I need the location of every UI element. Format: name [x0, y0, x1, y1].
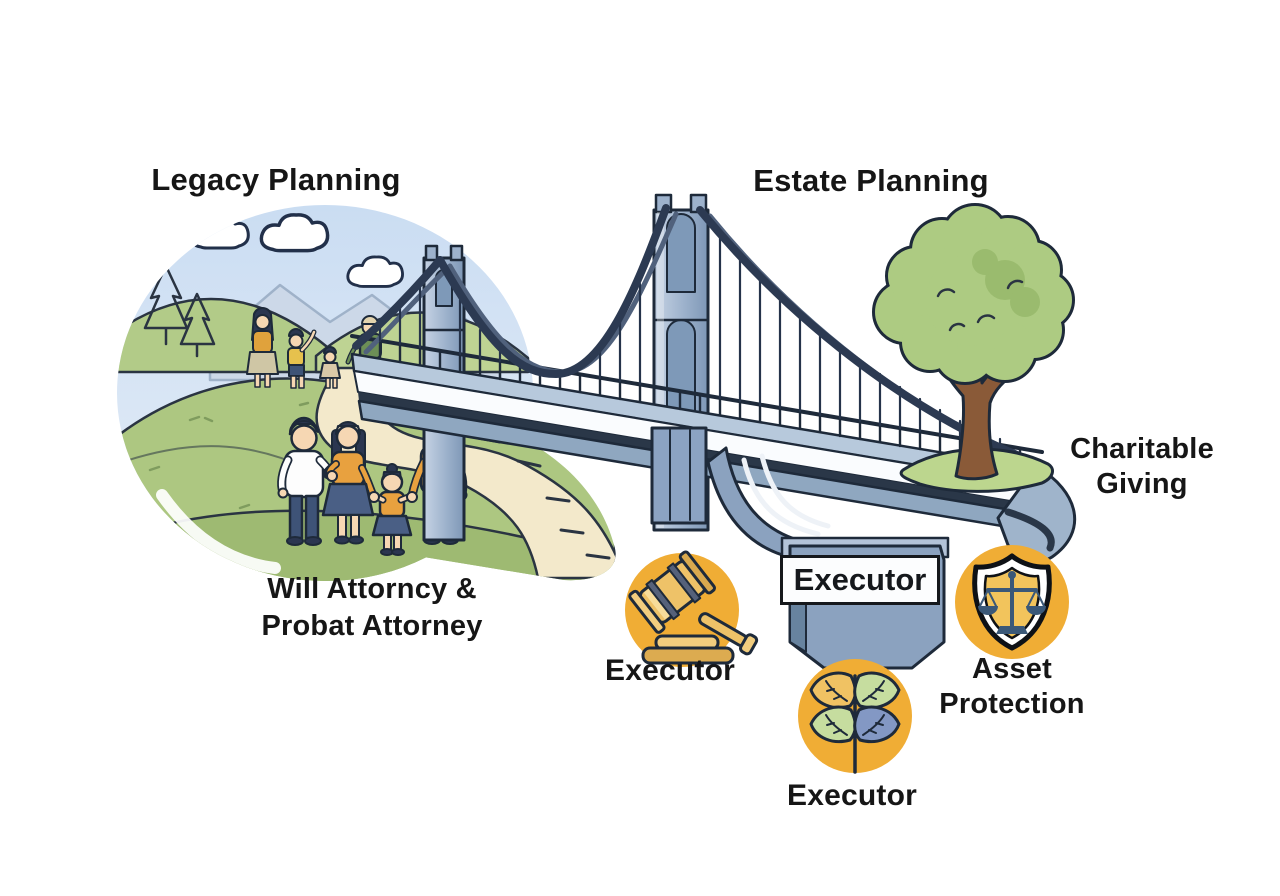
grass-tufts	[148, 401, 365, 510]
will-attorney-line2: Probat Attorney	[261, 610, 483, 642]
growth-plant-icon	[798, 659, 912, 774]
shield-scales-icon	[955, 545, 1069, 659]
charitable-giving-label: Charitable Giving	[1042, 432, 1242, 502]
will-attorney-line1: Will Attorncy &	[267, 573, 477, 605]
scales-of-justice-icon	[978, 571, 1046, 634]
gavel-icon	[625, 550, 759, 667]
will-probate-attorney-label: Will Attorncy & Probat Attorney	[222, 571, 522, 645]
asset-protection-line1: Asset	[972, 653, 1052, 685]
estate-planning-label: Estate Planning	[753, 163, 989, 198]
pine-trees-icon	[143, 264, 216, 358]
asset-protection-line2: Protection	[939, 688, 1085, 720]
charitable-giving-line1: Charitable	[1070, 433, 1214, 465]
tree	[875, 206, 1072, 493]
legacy-planning-label: Legacy Planning	[151, 162, 401, 197]
railing	[350, 334, 1044, 454]
charitable-giving-line2: Giving	[1096, 468, 1188, 500]
asset-protection-label: Asset Protection	[912, 652, 1112, 722]
executor-gavel-label: Executor	[605, 654, 735, 687]
executor-pier-box: Executor	[780, 555, 940, 605]
suspension-bridge	[350, 193, 1077, 670]
executor-plant-label: Executor	[787, 779, 917, 812]
tower-leg-below-deck	[650, 426, 708, 525]
white-swoosh	[156, 489, 281, 574]
